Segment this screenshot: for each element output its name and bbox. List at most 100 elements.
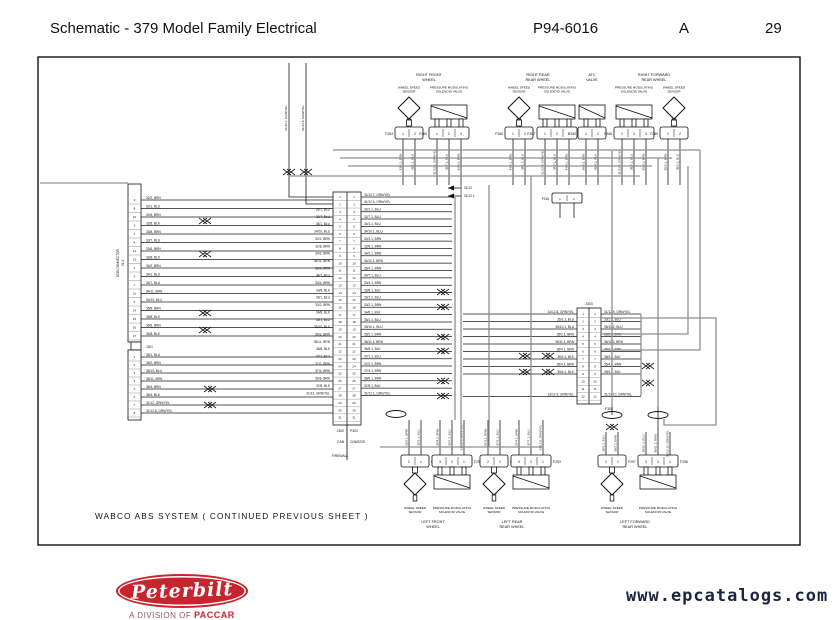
pin-number: 12 [133, 249, 137, 253]
twisted-pair-icon [436, 333, 450, 341]
division-text: A DIVISION OF PACCAR [112, 610, 252, 620]
pin-number: 2 [633, 132, 635, 136]
ground-label: 31/12 [464, 186, 472, 190]
wire-label: 34/7, BLU [316, 274, 331, 278]
pin-number: 15 [133, 317, 137, 321]
harness-run [601, 317, 717, 426]
wire-label: 32/1, BLU [316, 208, 331, 212]
wire-label: 32/7.1, BLU [364, 215, 382, 219]
wire-label: 35/10.1, BLU [364, 325, 383, 329]
wire-label: 33/2.1, BRN [364, 303, 382, 307]
pin-number: 13 [338, 283, 342, 287]
pin-number: 1 [353, 195, 355, 199]
wire-label: 35/10.2, BLU [604, 325, 623, 329]
wire-label: 33/2, BRN [315, 303, 330, 307]
valve-diagonal [430, 105, 468, 119]
device-label: SENSOR [605, 510, 619, 514]
device-label: SOLENOID VALVE [436, 90, 462, 94]
connector-code: P302 [350, 429, 358, 433]
twisted-pair-icon [282, 168, 296, 176]
wire-label: 36/6.1, BRN [364, 377, 382, 381]
twisted-pair-icon [436, 288, 450, 296]
wire-label: 35/4.1, BRN [642, 154, 646, 171]
valve-leg [595, 118, 601, 128]
pin-number: 31 [352, 416, 356, 420]
pin-number: 25 [352, 372, 356, 376]
document-number: P94-6016 [533, 20, 599, 37]
pin-number: 5 [134, 300, 136, 304]
connector-code: F298 [680, 460, 688, 464]
twisted-pair-icon [518, 352, 532, 360]
pin-number: 4 [594, 335, 596, 339]
wire-label: 34/10.1, BLU [364, 230, 383, 234]
twisted-pair-icon [436, 303, 450, 311]
device-label: WHEEL SPEED [483, 506, 506, 510]
wire-label: 31/12.7, GRN/YEL [284, 105, 288, 131]
twisted-pair-icon [518, 368, 532, 376]
ground-label: 31/12.1 [464, 194, 475, 198]
twisted-pair-icon [541, 352, 555, 360]
brand-name: Peterbilt [130, 578, 234, 604]
pin-number: 23 [352, 357, 356, 361]
wire-label: 33/1.1, BLU [364, 296, 382, 300]
wire-label: 35/10, BLU [314, 325, 331, 329]
ground-arrow-icon [448, 193, 454, 199]
wire-label: 35/2.1, BRN [664, 154, 668, 171]
pin-number: 9 [353, 254, 355, 258]
pin-number: 23 [338, 357, 342, 361]
wire-label: 35/1.1, BLU [676, 154, 680, 170]
pin-number: 3 [594, 327, 596, 331]
twisted-pair-icon [299, 168, 313, 176]
valve-leg [643, 118, 649, 128]
pin-number: 2 [597, 132, 599, 136]
sheet-header: Schematic - 379 Model Family Electrical … [0, 0, 840, 48]
pin-number: 2 [414, 132, 416, 136]
pin-number: 8 [134, 207, 136, 211]
pin-number: 5 [582, 342, 584, 346]
connector-code: J301 [146, 345, 153, 349]
pin-number: 1 [582, 312, 584, 316]
twisted-pair-icon [605, 423, 619, 431]
pin-number: 1 [617, 460, 619, 464]
pin-number: 1 [339, 195, 341, 199]
pin-number: 1 [559, 197, 561, 201]
wire-label: 36/4.1, BRN [557, 347, 575, 351]
wire-label: 31/12.7, GRN/YEL [364, 193, 391, 197]
pin-number: 3 [518, 460, 520, 464]
sensor-nub [609, 494, 615, 502]
wire-label: 33/8.1, BLK [364, 288, 382, 292]
valve-leg [542, 118, 548, 128]
pin-number: 1 [667, 132, 669, 136]
edb-connector-label: V1.2 [121, 259, 125, 266]
group-title: RIGHT REAR [526, 73, 550, 77]
pin-number: 5 [339, 225, 341, 229]
website-link[interactable]: www.epcatalogs.com [626, 586, 829, 606]
wire-label: 31/12.2, GRN/YEL [433, 149, 437, 175]
pin-number: 1 [585, 132, 587, 136]
wire-label: 31/12.1, GRN/YEL [364, 391, 391, 395]
wire-label: 33/8, BRN [146, 230, 161, 234]
wire-label: 36/6, BRN [315, 377, 330, 381]
twisted-pair-icon [198, 309, 212, 317]
wire-label: 33/8, BLK [146, 255, 161, 259]
wire-label: 33/1.1, BLU [411, 154, 415, 170]
pin-number: 4 [134, 379, 136, 383]
pin-number: 2 [524, 132, 526, 136]
valve-leg [434, 118, 440, 128]
wire-label: 37/2.1, BRN [364, 362, 382, 366]
pin-number: 11 [593, 387, 596, 391]
device-label: SENSOR [512, 90, 526, 94]
twisted-pair-icon [641, 362, 655, 370]
valve-leg [554, 118, 560, 128]
pin-number: 22 [338, 350, 342, 354]
pin-number: 25 [338, 372, 342, 376]
wire-label: 35/1.2, BLU [604, 317, 622, 321]
wire-label: 35/1.1, BLU [557, 317, 575, 321]
pin-number: 14 [338, 291, 342, 295]
wire-label: 35/2, BRN [315, 332, 330, 336]
wire-label: 36/4, BRN [146, 385, 161, 389]
wire-label: 35/2.2, BRN [614, 435, 618, 452]
wire-label: 31/12.6, GRN/YEL [301, 105, 305, 131]
device-label: SENSOR [487, 510, 501, 514]
